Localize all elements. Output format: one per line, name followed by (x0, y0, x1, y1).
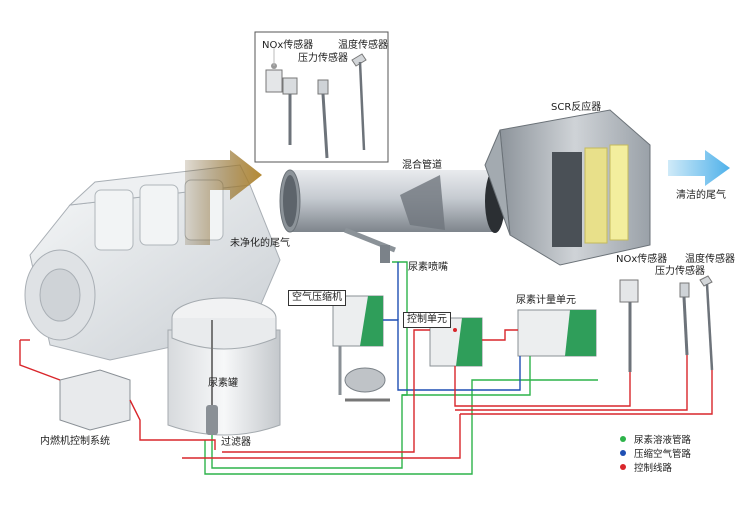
scr-reactor (484, 109, 651, 266)
label-urea-tank: 尿素罐 (208, 378, 238, 389)
label-pressure-sensor-right: 压力传感器 (655, 266, 705, 277)
legend-item-air: 压缩空气管路 (620, 446, 691, 460)
legend-label: 尿素溶液管路 (634, 435, 692, 446)
urea-metering-unit (517, 309, 597, 357)
legend-label: 压缩空气管路 (634, 449, 692, 460)
label-nox-sensor-right: NOx传感器 (616, 254, 668, 265)
legend-dot-icon (620, 436, 626, 442)
label-urea-nozzle: 尿素喷嘴 (408, 262, 448, 273)
label-engine-control-system: 内燃机控制系统 (40, 436, 110, 447)
right-sensors (619, 275, 714, 372)
legend-item-control: 控制线路 (620, 460, 691, 474)
urea-tank (167, 297, 281, 436)
legend-item-urea: 尿素溶液管路 (620, 432, 691, 446)
legend-dot-icon (620, 450, 626, 456)
label-clean-exhaust: 清洁的尾气 (676, 190, 726, 201)
legend-label: 控制线路 (634, 463, 673, 474)
label-nox-sensor-top: NOx传感器 (262, 40, 314, 51)
compressed-air-lines (383, 262, 521, 391)
temperature-sensor-icon (351, 53, 367, 151)
legend: 尿素溶液管路 压缩空气管路 控制线路 (620, 432, 691, 474)
clean-exhaust-arrow (668, 150, 730, 186)
urea-solution-lines (204, 261, 598, 475)
engine-control-unit (59, 369, 131, 431)
label-temp-sensor-right: 温度传感器 (685, 254, 735, 265)
air-compressor (332, 295, 390, 402)
label-dirty-exhaust: 未净化的尾气 (230, 238, 290, 249)
label-scr-reactor: SCR反应器 (551, 102, 602, 113)
label-air-compressor: 空气压缩机 (288, 290, 346, 306)
label-urea-metering-unit: 尿素计量单元 (516, 295, 576, 306)
nox-sensor-icon (265, 48, 298, 145)
control-lines (19, 329, 713, 459)
label-mixing-pipe: 混合管道 (402, 160, 442, 171)
label-filter: 过滤器 (221, 437, 251, 448)
mixing-pipe (279, 169, 505, 233)
pressure-sensor-icon (317, 79, 329, 159)
label-pressure-sensor-top: 压力传感器 (298, 53, 348, 64)
label-control-unit: 控制单元 (403, 312, 451, 328)
sensor-inset-box (254, 31, 389, 163)
urea-nozzle-icon (344, 227, 396, 263)
dirty-exhaust-arrow (185, 150, 262, 245)
label-temp-sensor-top: 温度传感器 (338, 40, 388, 51)
legend-dot-icon (620, 464, 626, 470)
